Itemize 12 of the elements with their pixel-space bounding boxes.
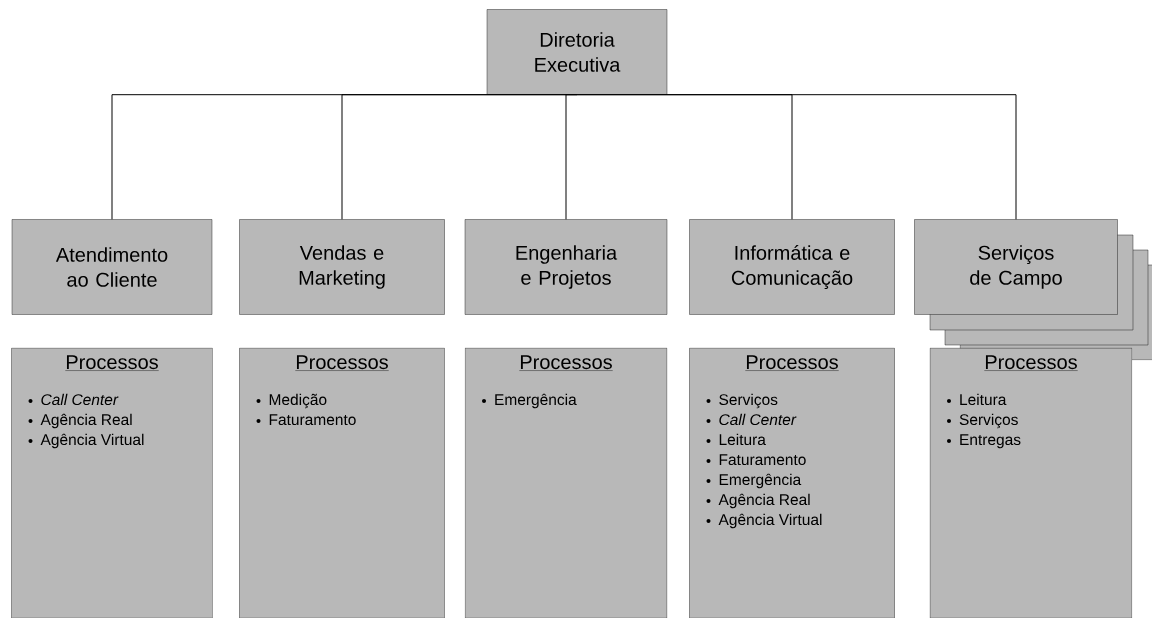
connector-line — [576, 94, 1017, 220]
process-box: Processos Emergência — [464, 348, 668, 618]
department-box: Atendimento ao Cliente — [11, 219, 213, 315]
department-box: Engenharia e Projetos — [464, 219, 668, 315]
department-box: Informática e Comunicação — [689, 219, 895, 315]
executive-box: Diretoria Executiva — [486, 9, 668, 95]
department-box: Vendas e Marketing — [239, 219, 445, 315]
process-box: Processos Call Center Agência Real Agência Virtual — [11, 348, 213, 618]
connector-line — [565, 94, 578, 220]
process-box: Processos Medição Faturamento — [239, 348, 445, 618]
process-box: Processos Serviços Call Center Leitura Faturamento Emergência Agência Real Agência Virtual — [689, 348, 895, 618]
department-box: Serviços de Campo — [914, 219, 1118, 315]
